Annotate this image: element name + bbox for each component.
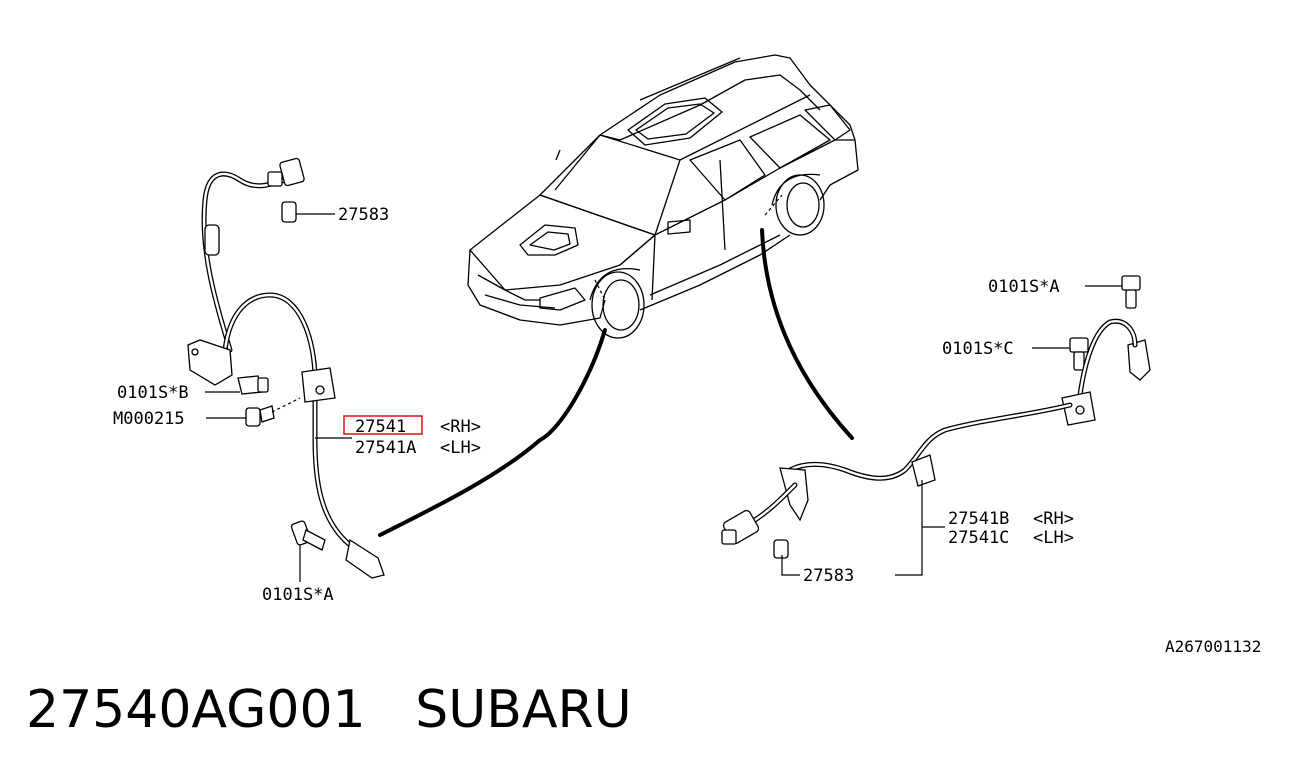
label-27541a-lh: <LH> (440, 438, 481, 458)
label-27541c: 27541C (948, 528, 1009, 548)
label-27541[interactable]: 27541 (355, 417, 406, 437)
label-27541b-rh: <RH> (1033, 509, 1074, 529)
highlight-box-27541[interactable] (343, 415, 423, 435)
leader-27583-bottom (781, 555, 800, 576)
label-27541-rh: <RH> (440, 417, 481, 437)
front-leader (378, 328, 607, 537)
car-illustration (467, 54, 859, 339)
rear-abs-sensor-assembly (721, 275, 1151, 559)
front-abs-sensor-assembly (187, 157, 385, 579)
label-m000215: M000215 (113, 409, 185, 429)
front-leader-thin (594, 279, 606, 301)
label-0101sc: 0101S*C (942, 339, 1014, 359)
label-0101sb: 0101S*B (117, 383, 189, 403)
label-27583-top: 27583 (338, 205, 389, 225)
rear-leader-thin (764, 194, 783, 216)
label-0101sa-right: 0101S*A (988, 277, 1060, 297)
label-27583-bottom: 27583 (803, 566, 854, 586)
rear-leader (760, 228, 854, 440)
label-27541c-lh: <LH> (1033, 528, 1074, 548)
label-0101sa-left: 0101S*A (262, 585, 334, 605)
leader-27541b-bracket (895, 480, 923, 576)
label-27541b: 27541B (948, 509, 1009, 529)
page-title: 27540AG001 SUBARU (26, 680, 632, 740)
diagram-ref-code: A267001132 (1165, 637, 1261, 656)
label-27541a: 27541A (355, 438, 416, 458)
